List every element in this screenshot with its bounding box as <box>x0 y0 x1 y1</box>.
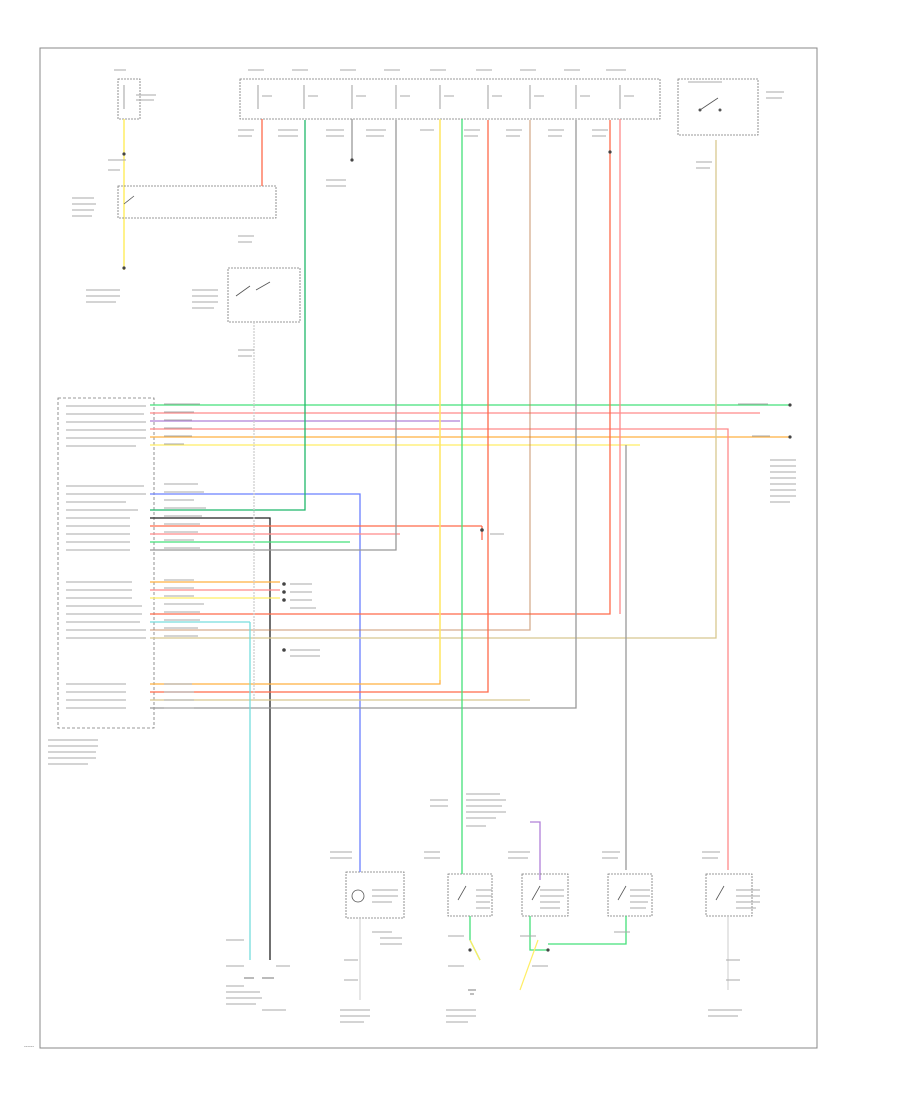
vertical-wires <box>249 119 627 960</box>
fuse-box-top <box>114 69 661 120</box>
diagram-frame <box>39 47 818 1049</box>
upper-left-components <box>72 119 301 323</box>
module-wires <box>150 120 790 960</box>
diagram-code: ------ <box>24 1044 34 1050</box>
bottom-components <box>226 790 760 1023</box>
control-module <box>48 397 155 765</box>
junction-dots <box>122 150 792 952</box>
wire-labels <box>108 129 796 709</box>
ignition-switch-box <box>677 78 784 136</box>
